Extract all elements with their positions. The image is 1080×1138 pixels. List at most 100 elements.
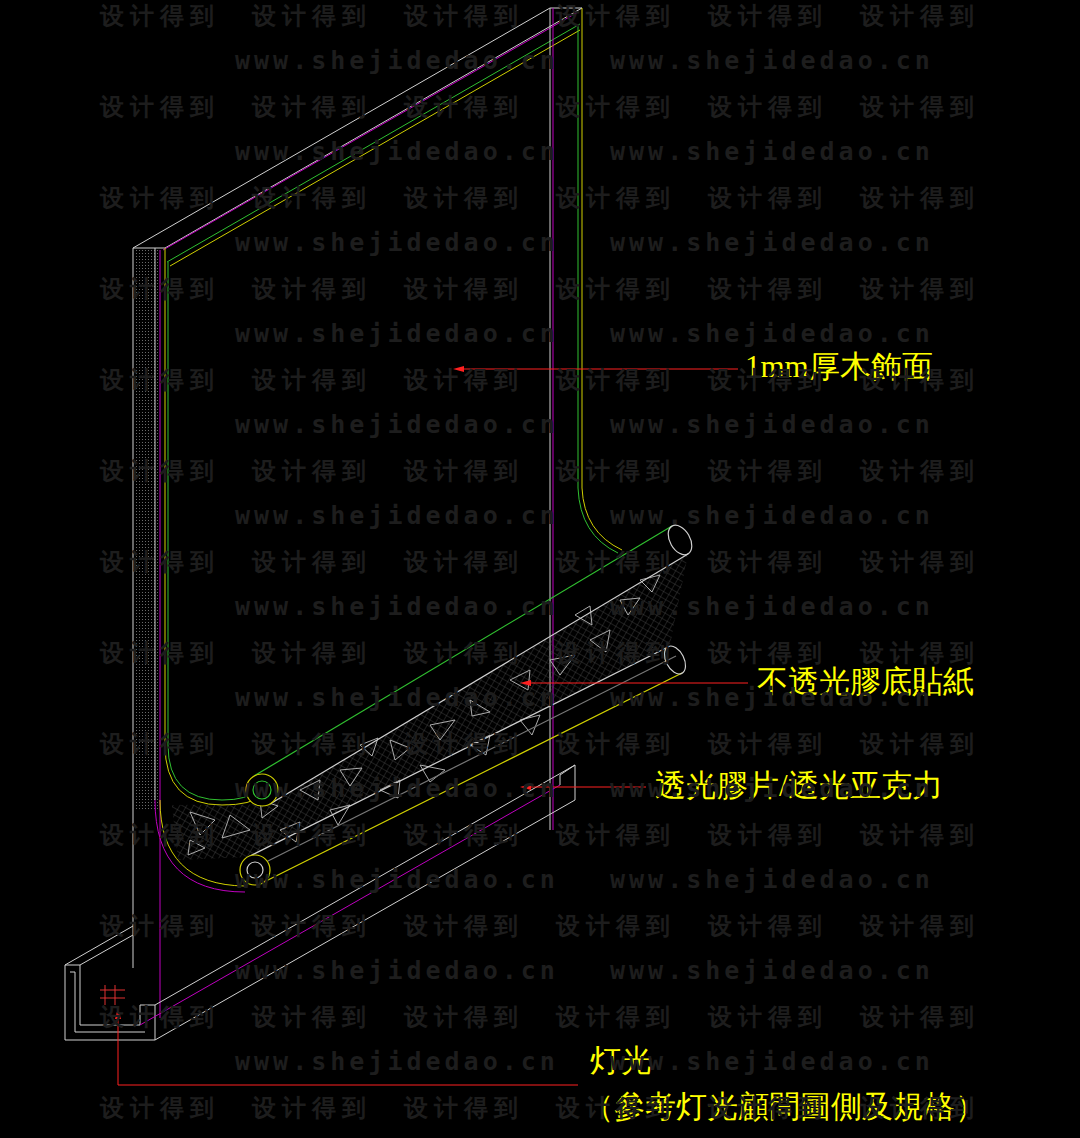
watermark: www.shejidedao.cn xyxy=(235,230,559,255)
watermark: 设计得到 xyxy=(404,823,524,847)
watermark: www.shejidedao.cn xyxy=(610,776,934,801)
watermark: 设计得到 xyxy=(252,4,372,28)
watermark: www.shejidedao.cn xyxy=(610,958,934,983)
wall-panel-part xyxy=(163,12,578,250)
watermark: 设计得到 xyxy=(556,1005,676,1029)
watermark: 设计得到 xyxy=(100,4,220,28)
watermark: 设计得到 xyxy=(252,823,372,847)
base-channel-part xyxy=(155,765,575,1005)
watermark: 设计得到 xyxy=(100,1096,220,1120)
watermark: www.shejidedao.cn xyxy=(610,867,934,892)
watermark: 设计得到 xyxy=(404,277,524,301)
base-channel-part xyxy=(105,985,106,1005)
wall-panel-part xyxy=(170,30,580,266)
watermark: www.shejidedao.cn xyxy=(235,685,559,710)
watermark: 设计得到 xyxy=(556,914,676,938)
watermark: 设计得到 xyxy=(556,550,676,574)
watermark: 设计得到 xyxy=(100,186,220,210)
wall-panel-part xyxy=(155,248,156,800)
watermark: 设计得到 xyxy=(556,4,676,28)
watermark: 设计得到 xyxy=(252,641,372,665)
wall-panel-part xyxy=(167,24,580,262)
wall-panel-part xyxy=(133,248,134,968)
watermark: 设计得到 xyxy=(252,1096,372,1120)
watermark: 设计得到 xyxy=(860,186,980,210)
patterned-film-part xyxy=(575,606,592,625)
watermark: 设计得到 xyxy=(404,368,524,392)
watermark: 设计得到 xyxy=(252,914,372,938)
watermark: 设计得到 xyxy=(404,641,524,665)
watermark: 设计得到 xyxy=(252,186,372,210)
watermark: 设计得到 xyxy=(404,1005,524,1029)
watermark: 设计得到 xyxy=(100,641,220,665)
watermark: 设计得到 xyxy=(404,914,524,938)
watermark: www.shejidedao.cn xyxy=(235,412,559,437)
watermark: www.shejidedao.cn xyxy=(610,48,934,73)
watermark: www.shejidedao.cn xyxy=(235,1049,559,1074)
watermark: www.shejidedao.cn xyxy=(235,958,559,983)
base-channel-part xyxy=(100,998,125,999)
watermark: 设计得到 xyxy=(860,1096,980,1120)
watermark: 设计得到 xyxy=(860,95,980,119)
watermark: www.shejidedao.cn xyxy=(610,594,934,619)
watermark: 设计得到 xyxy=(708,95,828,119)
wall-panel-part xyxy=(136,250,160,810)
watermark: 设计得到 xyxy=(252,95,372,119)
watermark: 设计得到 xyxy=(708,823,828,847)
watermark: 设计得到 xyxy=(404,4,524,28)
watermark: 设计得到 xyxy=(404,550,524,574)
watermark: 设计得到 xyxy=(708,1096,828,1120)
watermark: 设计得到 xyxy=(708,186,828,210)
watermark: www.shejidedao.cn xyxy=(235,776,559,801)
watermark: 设计得到 xyxy=(708,277,828,301)
wall-panel-part xyxy=(168,262,169,745)
watermark: 设计得到 xyxy=(708,914,828,938)
watermark: 设计得到 xyxy=(100,550,220,574)
watermark: 设计得到 xyxy=(860,732,980,756)
watermark: www.shejidedao.cn xyxy=(235,48,559,73)
watermark: 设计得到 xyxy=(556,732,676,756)
watermark: www.shejidedao.cn xyxy=(610,685,934,710)
watermark: 设计得到 xyxy=(708,550,828,574)
wall-panel-part xyxy=(133,8,582,248)
wall-panel xyxy=(133,8,622,1018)
base-channel-part xyxy=(560,765,575,800)
watermark: 设计得到 xyxy=(404,95,524,119)
base-channel-part xyxy=(115,985,116,1005)
base-channel-part xyxy=(80,935,133,965)
watermark: 设计得到 xyxy=(556,186,676,210)
watermark: 设计得到 xyxy=(708,459,828,483)
watermark: 设计得到 xyxy=(252,368,372,392)
wall-panel-part xyxy=(160,250,161,1018)
watermark: 设计得到 xyxy=(860,550,980,574)
patterned-film xyxy=(188,575,660,855)
cove-profile xyxy=(155,554,688,892)
upper-lip-tube xyxy=(246,521,697,806)
watermark: 设计得到 xyxy=(100,732,220,756)
watermark: 设计得到 xyxy=(404,1096,524,1120)
watermark: 设计得到 xyxy=(860,823,980,847)
watermark: 设计得到 xyxy=(404,459,524,483)
base-channel-part xyxy=(140,785,560,1025)
watermark: 设计得到 xyxy=(556,641,676,665)
watermark: 设计得到 xyxy=(708,4,828,28)
watermark: 设计得到 xyxy=(556,459,676,483)
watermark: 设计得到 xyxy=(100,95,220,119)
watermark: www.shejidedao.cn xyxy=(610,230,934,255)
watermark: www.shejidedao.cn xyxy=(235,503,559,528)
watermark: 设计得到 xyxy=(860,368,980,392)
watermark: 设计得到 xyxy=(100,368,220,392)
watermark: 设计得到 xyxy=(556,95,676,119)
watermark: 设计得到 xyxy=(860,4,980,28)
watermark: www.shejidedao.cn xyxy=(235,867,559,892)
watermark: 设计得到 xyxy=(404,732,524,756)
watermark: 设计得到 xyxy=(404,186,524,210)
leader-lines-part xyxy=(530,683,748,684)
watermark: 设计得到 xyxy=(100,277,220,301)
watermark: 设计得到 xyxy=(556,823,676,847)
watermark: 设计得到 xyxy=(556,277,676,301)
watermark: www.shejidedao.cn xyxy=(610,503,934,528)
watermark: 设计得到 xyxy=(860,914,980,938)
watermark: 设计得到 xyxy=(860,1005,980,1029)
